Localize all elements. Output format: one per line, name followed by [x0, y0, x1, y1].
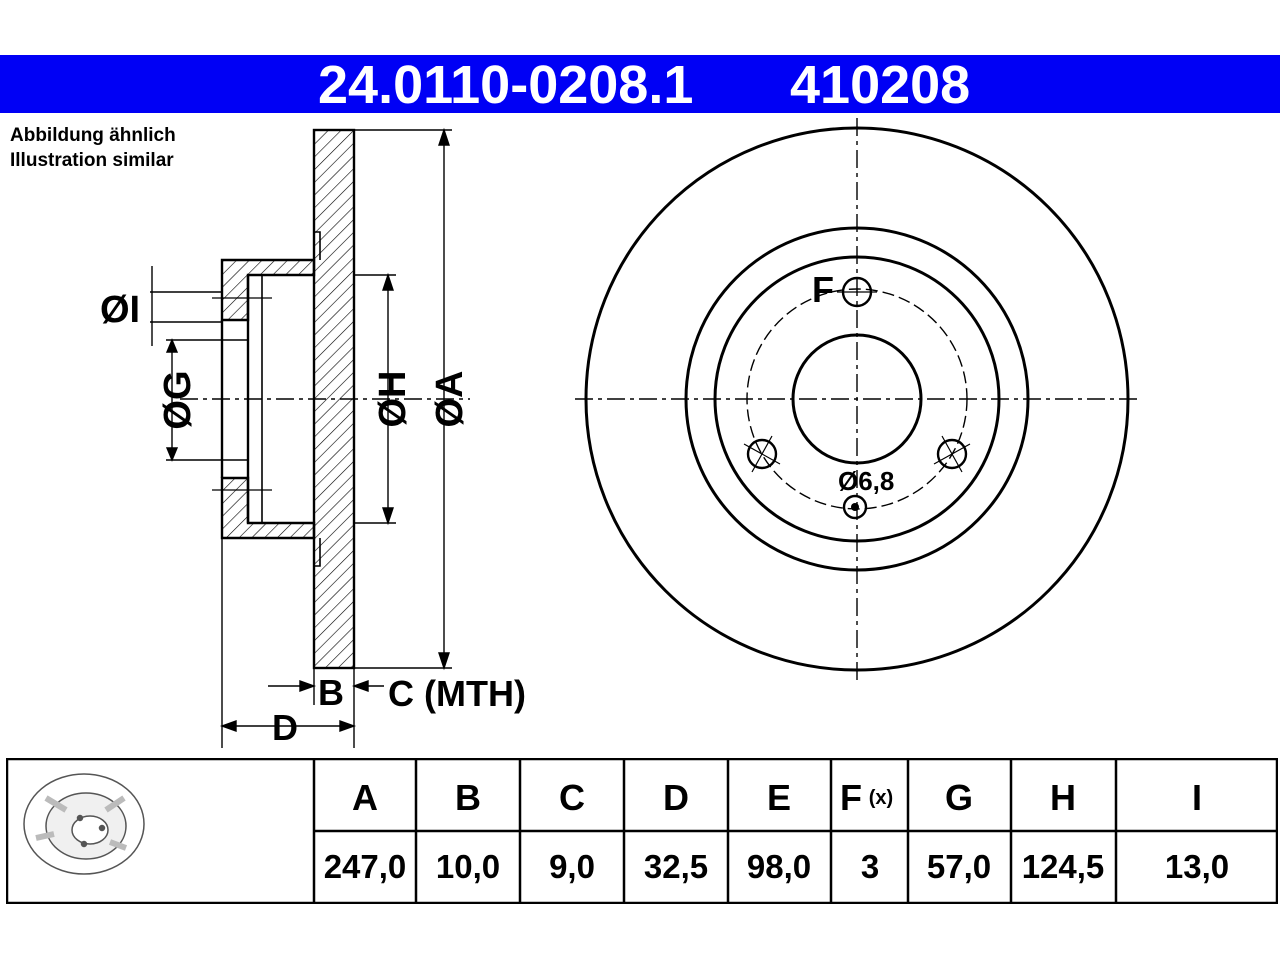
header-g: G [945, 777, 973, 818]
hole-diameter-label: Ø6,8 [838, 466, 894, 496]
value-g: 57,0 [927, 848, 991, 885]
locating-hole [842, 494, 868, 520]
note-german: Abbildung ähnlich [10, 125, 176, 146]
value-c: 9,0 [549, 848, 595, 885]
disc-thumbnail [23, 773, 145, 875]
value-h: 124,5 [1022, 848, 1105, 885]
value-b: 10,0 [436, 848, 500, 885]
value-a: 247,0 [324, 848, 407, 885]
value-d: 32,5 [644, 848, 708, 885]
part-number: 24.0110-0208.1 [318, 55, 694, 115]
header-bar: 24.0110-0208.1 410208 [0, 55, 1280, 113]
header-f-suffix: (x) [869, 787, 893, 809]
value-e: 98,0 [747, 848, 811, 885]
reference-number: 410208 [790, 55, 971, 115]
dimension-label-i: ØI [100, 289, 140, 331]
dimension-label-d: D [272, 707, 298, 748]
front-label-f: F [812, 269, 834, 310]
front-view [575, 118, 1138, 680]
value-f: 3 [861, 848, 879, 885]
hat-top-section [220, 258, 316, 322]
header-h: H [1050, 777, 1076, 818]
technical-drawing: ØI ØG ØH ØA B C (MTH) D F Ø6,8 [100, 118, 1138, 748]
cross-section-view [180, 128, 470, 670]
illustration-note: Abbildung ähnlich Illustration similar [10, 123, 176, 173]
dimension-lines [150, 127, 452, 748]
header-d: D [663, 777, 689, 818]
header-f: F [840, 777, 862, 818]
hat-bottom-section [220, 476, 316, 540]
bolt-hole-right [936, 438, 968, 470]
dimension-label-b: B [318, 672, 344, 713]
dimension-label-a: ØA [429, 371, 471, 428]
value-i: 13,0 [1165, 848, 1229, 885]
dimension-label-g: ØG [157, 370, 199, 429]
header-b: B [455, 777, 481, 818]
header-c: C [559, 777, 585, 818]
spec-table: A B C D E F G H I (x) 247,0 10,0 9,0 32,… [6, 758, 1278, 904]
header-a: A [352, 777, 378, 818]
header-e: E [767, 777, 791, 818]
note-english: Illustration similar [10, 150, 174, 171]
dimension-label-c: C (MTH) [388, 673, 526, 714]
dimension-label-h: ØH [372, 371, 414, 428]
bolt-hole-left [746, 438, 778, 470]
header-i: I [1192, 777, 1202, 818]
